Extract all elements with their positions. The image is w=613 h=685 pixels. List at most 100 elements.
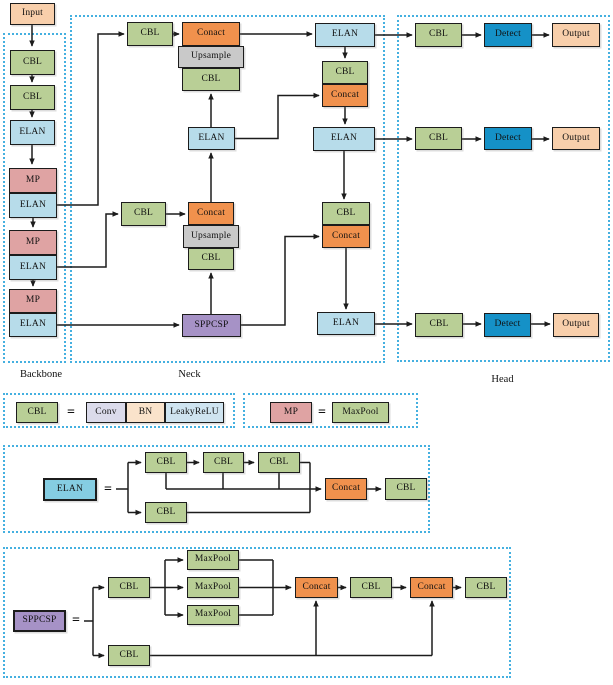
elan-label: ELAN bbox=[332, 317, 360, 328]
sppcsp-exp-concat1-node: Concat bbox=[295, 577, 338, 598]
sppcsp-exp-cbl-bottom-node: CBL bbox=[108, 645, 150, 666]
cbl-label: CBL bbox=[269, 456, 289, 467]
output-label: Output bbox=[562, 29, 590, 40]
head-output1-node: Output bbox=[552, 23, 600, 47]
elan-exp-cbl3-node: CBL bbox=[258, 452, 300, 473]
backbone-connectors bbox=[29, 25, 36, 287]
sppcsp-exp-cbl-mid-node: CBL bbox=[350, 577, 392, 598]
head-detect3-node: Detect bbox=[484, 313, 531, 337]
backbone-mp3-node: MP bbox=[9, 289, 57, 313]
cbl-label: CBL bbox=[27, 406, 47, 417]
legend-mp-node: MP bbox=[270, 402, 312, 423]
maxpool-label: MaxPool bbox=[194, 609, 232, 620]
neck-elan-row2-node: ELAN bbox=[313, 127, 375, 151]
cbl-label: CBL bbox=[428, 29, 449, 40]
elan-label: ELAN bbox=[331, 29, 359, 40]
sppcsp-exp-concat2-node: Concat bbox=[410, 577, 453, 598]
legend-sppcsp-equals: = bbox=[72, 613, 80, 628]
neck-concat-mid-node: Concat bbox=[188, 202, 234, 225]
elan-legend-frame bbox=[3, 445, 430, 533]
neck-elan-row3-node: ELAN bbox=[317, 312, 375, 335]
legend-cbl-equals: = bbox=[67, 404, 75, 420]
elan-exp-cbl-out-node: CBL bbox=[385, 478, 427, 500]
neck-concat-row2-node: Concat bbox=[322, 84, 368, 107]
sppcsp-exp-cbl-top-node: CBL bbox=[108, 577, 150, 598]
cbl-label: CBL bbox=[140, 28, 160, 39]
cbl-label: CBL bbox=[22, 91, 43, 102]
concat-label: Concat bbox=[417, 581, 446, 592]
elan-label: ELAN bbox=[19, 319, 47, 330]
elan-legend-connectors bbox=[116, 459, 382, 516]
leakyrelu-label: LeakyReLU bbox=[170, 406, 219, 417]
elan-label: ELAN bbox=[198, 132, 225, 143]
head-output2-node: Output bbox=[552, 127, 600, 150]
backbone-elan3-node: ELAN bbox=[9, 255, 57, 280]
cbl-label: CBL bbox=[335, 66, 355, 77]
legend-bn-node: BN bbox=[126, 402, 165, 423]
cbl-label: CBL bbox=[476, 581, 496, 592]
neck-elan-row1-node: ELAN bbox=[315, 23, 375, 47]
mp-label: MP bbox=[283, 406, 299, 417]
elan-label: ELAN bbox=[19, 261, 47, 272]
legend-maxpool-node: MaxPool bbox=[332, 402, 389, 423]
neck-upsample2-node: Upsample bbox=[183, 225, 239, 248]
neck-cbl-row3-node: CBL bbox=[322, 202, 370, 225]
maxpool-label: MaxPool bbox=[194, 581, 232, 592]
cbl-legend-frame bbox=[3, 393, 235, 428]
elan-exp-cbl-bottom-node: CBL bbox=[145, 502, 187, 523]
elan-label: ELAN bbox=[56, 483, 84, 494]
cbl-label: CBL bbox=[201, 73, 221, 84]
head-cbl3-node: CBL bbox=[415, 313, 463, 337]
detect-label: Detect bbox=[495, 132, 521, 143]
detect-label: Detect bbox=[495, 29, 521, 40]
concat-label: Concat bbox=[196, 207, 226, 218]
legend-elan-node: ELAN bbox=[43, 478, 97, 501]
concat-label: Concat bbox=[331, 483, 361, 494]
backbone-mp1-node: MP bbox=[9, 168, 57, 193]
backbone-section-label: Backbone bbox=[20, 369, 62, 380]
backbone-elan1-node: ELAN bbox=[10, 120, 55, 145]
sppcsp-legend-connectors bbox=[84, 557, 462, 659]
upsample-label: Upsample bbox=[190, 230, 232, 241]
sppcsp-exp-maxpool3-node: MaxPool bbox=[187, 605, 239, 625]
upsample-label: Upsample bbox=[190, 51, 232, 62]
elan-label: ELAN bbox=[19, 126, 46, 137]
neck-cbl-mid-node: CBL bbox=[121, 202, 166, 226]
legend-mp-equals: = bbox=[318, 404, 326, 420]
cbl-label: CBL bbox=[119, 581, 139, 592]
cbl-label: CBL bbox=[156, 506, 176, 517]
head-detect2-node: Detect bbox=[484, 127, 532, 150]
bn-label: BN bbox=[138, 406, 153, 417]
sppcsp-label: SPPCSP bbox=[22, 615, 57, 626]
cbl-label: CBL bbox=[22, 56, 43, 67]
legend-sppcsp-node: SPPCSP bbox=[13, 610, 66, 632]
input-node: Input bbox=[10, 3, 55, 25]
mp-label: MP bbox=[25, 295, 41, 306]
sppcsp-exp-cbl-out-node: CBL bbox=[465, 577, 507, 598]
elan-exp-concat-node: Concat bbox=[325, 478, 367, 500]
conact-label: Conact bbox=[196, 28, 226, 39]
head-detect1-node: Detect bbox=[484, 23, 532, 47]
head-cbl1-node: CBL bbox=[415, 23, 462, 47]
cbl-label: CBL bbox=[133, 208, 154, 219]
elan-exp-cbl1-node: CBL bbox=[145, 452, 187, 473]
concat-label: Concat bbox=[330, 89, 360, 100]
cbl-label: CBL bbox=[213, 456, 234, 467]
head-cbl2-node: CBL bbox=[415, 127, 462, 150]
elan-exp-cbl2-node: CBL bbox=[203, 452, 244, 473]
maxpool-label: MaxPool bbox=[194, 554, 232, 565]
cbl-label: CBL bbox=[156, 456, 176, 467]
maxpool-label: MaxPool bbox=[342, 406, 379, 417]
elan-label: ELAN bbox=[19, 199, 47, 210]
mp-label: MP bbox=[25, 236, 41, 247]
head-frame bbox=[397, 15, 610, 362]
head-output3-node: Output bbox=[553, 313, 599, 337]
neck-sppcsp-node: SPPCSP bbox=[182, 314, 241, 337]
legend-conv-node: Conv bbox=[86, 402, 126, 423]
neck-concat-row3-node: Concat bbox=[322, 225, 370, 248]
conv-label: Conv bbox=[95, 406, 117, 417]
elan-label: ELAN bbox=[330, 133, 358, 144]
backbone-cbl1-node: CBL bbox=[10, 50, 55, 75]
